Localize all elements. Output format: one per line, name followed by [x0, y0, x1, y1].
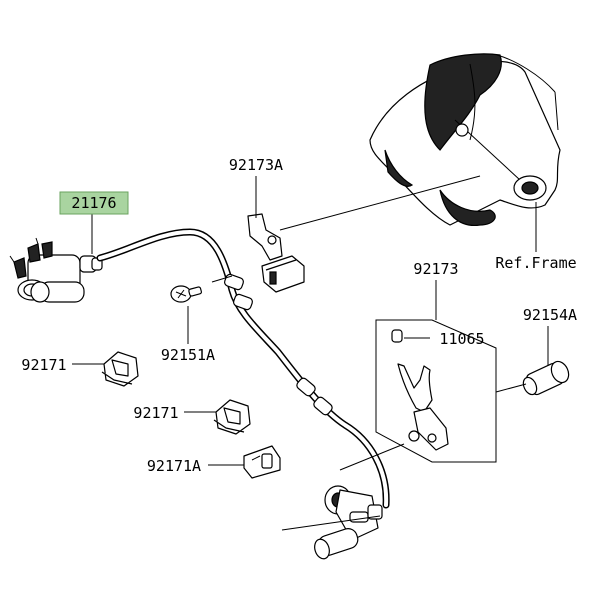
bolt-92154A-part [522, 360, 570, 396]
wheel-speed-sensor-head [314, 485, 383, 560]
sensor-cable [96, 228, 390, 509]
label-ref-frame: Ref.Frame [495, 254, 576, 272]
clip-92171-b-part [213, 399, 251, 435]
label-92171-b[interactable]: 92171 [133, 404, 178, 422]
label-92171A[interactable]: 92171A [147, 457, 201, 475]
label-21176[interactable]: 21176 [71, 194, 116, 212]
part-21176-highlight [59, 191, 129, 215]
bracket-92173A-part [247, 213, 305, 293]
leader-lines [72, 175, 549, 531]
frame-part [369, 53, 561, 227]
label-92173A[interactable]: 92173A [229, 156, 283, 174]
clip-92171A-part [243, 445, 281, 479]
bracket-92173-part [375, 319, 497, 463]
clip-92171-a-part [101, 351, 139, 387]
sensor-connector-part [9, 237, 103, 303]
label-92171-a[interactable]: 92171 [21, 356, 66, 374]
label-92154A[interactable]: 92154A [523, 306, 577, 324]
label-92173[interactable]: 92173 [413, 260, 458, 278]
label-92151A[interactable]: 92151A [161, 346, 215, 364]
label-11065[interactable]: 11065 [439, 330, 484, 348]
bolt-92151A-part [170, 285, 202, 303]
